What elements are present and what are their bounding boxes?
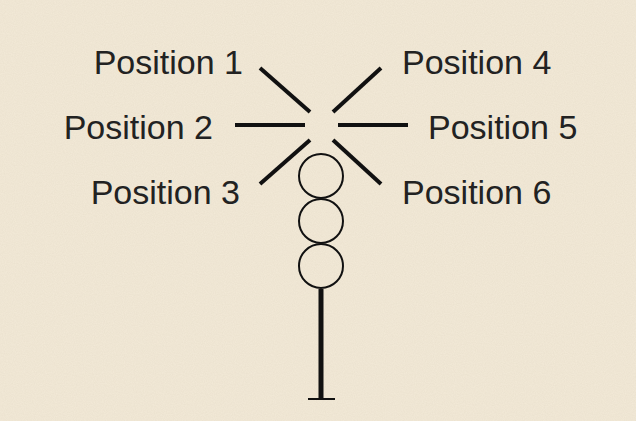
- body-circle: [299, 244, 343, 288]
- position-label: Position 3: [91, 175, 240, 209]
- arm-line: [235, 123, 305, 127]
- position-label: Position 4: [402, 45, 551, 79]
- body-circle: [299, 154, 343, 198]
- stand-pole: [319, 289, 324, 399]
- position-label: Position 6: [402, 175, 551, 209]
- position-label: Position 2: [64, 110, 213, 144]
- arm-line: [260, 68, 310, 112]
- position-label: Position 1: [94, 45, 243, 79]
- arm-line: [338, 123, 408, 127]
- body-circle: [299, 199, 343, 243]
- arm-line: [333, 68, 381, 112]
- stand-base: [308, 398, 335, 400]
- arm-line: [333, 140, 381, 184]
- arm-line: [260, 140, 310, 184]
- position-label: Position 5: [428, 110, 577, 144]
